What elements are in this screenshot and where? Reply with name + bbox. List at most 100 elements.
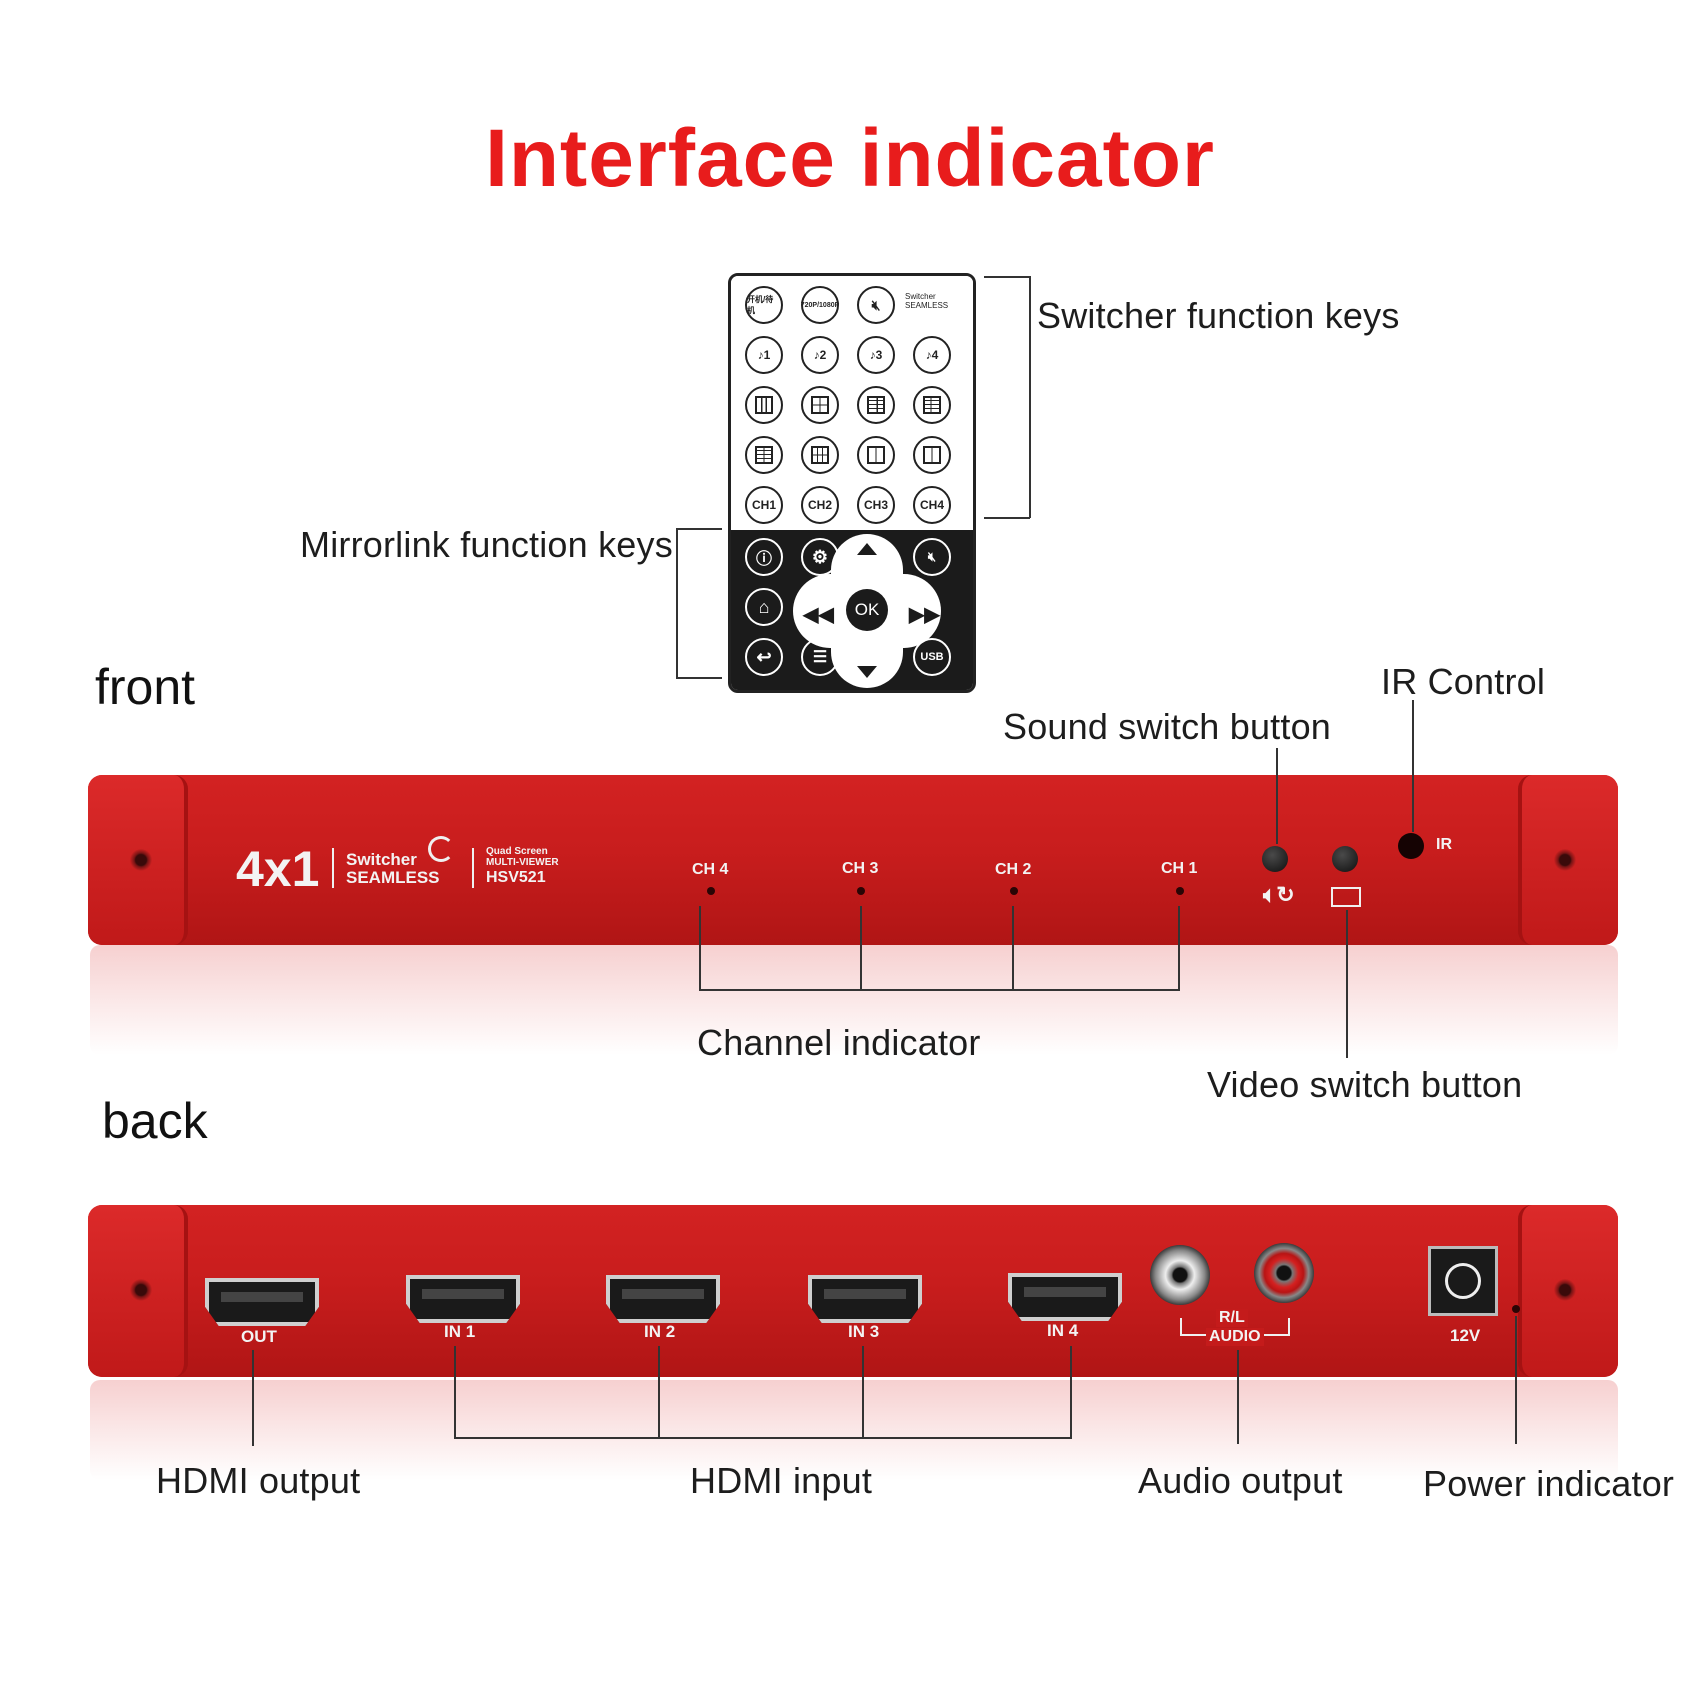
power-led — [1512, 1305, 1520, 1313]
layout-5-icon — [755, 446, 773, 464]
front-panel-right-ear — [1518, 775, 1618, 945]
label-ir-control: IR Control — [1381, 661, 1546, 702]
hdmi-in4-port[interactable] — [1008, 1273, 1122, 1321]
back-label-rl: R/L — [1216, 1309, 1248, 1327]
hdmi-out-port[interactable] — [205, 1278, 319, 1326]
front-panel-reflection — [90, 945, 1618, 1055]
layout-4-icon — [923, 396, 941, 414]
remote-key-audio-3[interactable]: ♪3 — [857, 336, 895, 374]
back-panel-left-ear — [88, 1205, 188, 1377]
connector-ch1 — [1178, 906, 1180, 990]
remote-key-layout-4[interactable] — [913, 386, 951, 424]
led-ch1 — [1176, 887, 1184, 895]
dpad-left-icon[interactable]: ◀◀ — [803, 604, 834, 626]
remote-switcher-logo: Switcher SEAMLESS — [905, 292, 949, 310]
bracket-switcher-vertical — [1029, 276, 1031, 518]
layout-1-icon — [755, 396, 773, 414]
back-label-in4: IN 4 — [1047, 1321, 1079, 1340]
front-brand-4x1: 4x1 — [236, 841, 320, 897]
back-label-out: OUT — [241, 1327, 277, 1346]
remote-control: 开机/待机 720P/1080P 🔇︎ Switcher SEAMLESS ♪1… — [728, 273, 976, 693]
home-icon: ⌂ — [758, 596, 770, 617]
remote-key-resolution[interactable]: 720P/1080P — [801, 286, 839, 324]
dc-power-jack[interactable] — [1428, 1246, 1498, 1316]
label-hdmi-output: HDMI output — [156, 1460, 361, 1501]
back-label-in3: IN 3 — [848, 1322, 880, 1341]
front-label-ch2: CH 2 — [995, 861, 1032, 878]
remote-key-audio-1[interactable]: ♪1 — [745, 336, 783, 374]
connector-ch2 — [1012, 906, 1014, 990]
front-panel-left-ear — [88, 775, 188, 945]
ir-receiver — [1398, 833, 1424, 859]
connector-in1 — [454, 1346, 456, 1438]
rca-red-jack[interactable] — [1254, 1243, 1314, 1303]
remote-key-audio-2[interactable]: ♪2 — [801, 336, 839, 374]
video-switch-button[interactable] — [1332, 846, 1358, 872]
remote-key-layout-1[interactable] — [745, 386, 783, 424]
connector-ir — [1412, 700, 1414, 832]
back-label-in2: IN 2 — [644, 1322, 676, 1341]
front-brand-switcher: Switcher — [346, 850, 417, 869]
hdmi-in3-port[interactable] — [808, 1275, 922, 1323]
screw — [1554, 1279, 1576, 1301]
remote-key-layout-8[interactable] — [913, 436, 951, 474]
remote-key-ch3[interactable]: CH3 — [857, 486, 895, 524]
label-hdmi-input: HDMI input — [690, 1460, 873, 1501]
front-quad-screen: Quad Screen — [486, 846, 548, 857]
info-icon: ⓘ — [755, 551, 772, 568]
layout-6-icon — [811, 446, 829, 464]
dpad-right-icon[interactable]: ▶▶ — [909, 604, 940, 626]
layout-3-icon — [867, 396, 885, 414]
hdmi-in2-port[interactable] — [606, 1275, 720, 1323]
front-panel — [88, 775, 1618, 945]
label-sound-switch-button: Sound switch button — [1003, 706, 1332, 747]
label-audio-output: Audio output — [1138, 1460, 1343, 1501]
bracket-mirrorlink-vertical — [676, 528, 678, 678]
label-power-indicator: Power indicator — [1423, 1463, 1675, 1504]
rca-white-jack[interactable] — [1150, 1245, 1210, 1305]
label-switcher-function-keys: Switcher function keys — [1037, 295, 1400, 336]
remote-key-info[interactable]: ⓘ — [745, 538, 783, 576]
remote-key-layout-3[interactable] — [857, 386, 895, 424]
back-label-in1: IN 1 — [444, 1322, 476, 1341]
connector-in4 — [1070, 1346, 1072, 1438]
remote-key-audio-4[interactable]: ♪4 — [913, 336, 951, 374]
front-label-ch4: CH 4 — [692, 861, 729, 878]
remote-key-ch2[interactable]: CH2 — [801, 486, 839, 524]
connector-in3 — [862, 1346, 864, 1438]
connector-hdmi-out — [252, 1350, 254, 1446]
dpad-up-icon[interactable] — [857, 543, 877, 555]
remote-key-mute-2[interactable]: 🔇︎ — [913, 538, 951, 576]
video-switch-icon — [1331, 887, 1361, 907]
back-label-12v: 12V — [1450, 1326, 1481, 1345]
layout-7-icon — [867, 446, 885, 464]
mute-icon: 🔇︎ — [871, 296, 881, 313]
page-title: Interface indicator — [485, 113, 1215, 204]
remote-key-home[interactable]: ⌂ — [745, 588, 783, 626]
remote-key-ch1[interactable]: CH1 — [745, 486, 783, 524]
connector-hdmi-input-bar — [454, 1437, 1072, 1439]
remote-key-mute[interactable]: 🔇︎ — [857, 286, 895, 324]
remote-key-layout-2[interactable] — [801, 386, 839, 424]
dpad-ok-button[interactable]: OK — [846, 589, 888, 631]
hdmi-in1-port[interactable] — [406, 1275, 520, 1323]
remote-key-power-standby[interactable]: 开机/待机 — [745, 286, 783, 324]
front-label-ch3: CH 3 — [842, 860, 879, 877]
sound-switch-button[interactable] — [1262, 846, 1288, 872]
remote-key-layout-7[interactable] — [857, 436, 895, 474]
back-label-audio: AUDIO — [1206, 1328, 1264, 1346]
bracket-switcher-bottom — [984, 517, 1030, 519]
connector-in2 — [658, 1346, 660, 1438]
remote-key-layout-6[interactable] — [801, 436, 839, 474]
power-jack-ring — [1445, 1263, 1481, 1299]
dpad-down-icon[interactable] — [857, 666, 877, 678]
back-panel-reflection — [90, 1380, 1618, 1480]
connector-ch3 — [860, 906, 862, 990]
layout-8-icon — [923, 446, 941, 464]
front-divider — [332, 848, 334, 888]
remote-key-ch4[interactable]: CH4 — [913, 486, 951, 524]
remote-key-layout-5[interactable] — [745, 436, 783, 474]
remote-key-back[interactable]: ↩ — [745, 638, 783, 676]
bracket-mirrorlink-bottom — [676, 677, 722, 679]
connector-video-switch — [1346, 910, 1348, 1058]
